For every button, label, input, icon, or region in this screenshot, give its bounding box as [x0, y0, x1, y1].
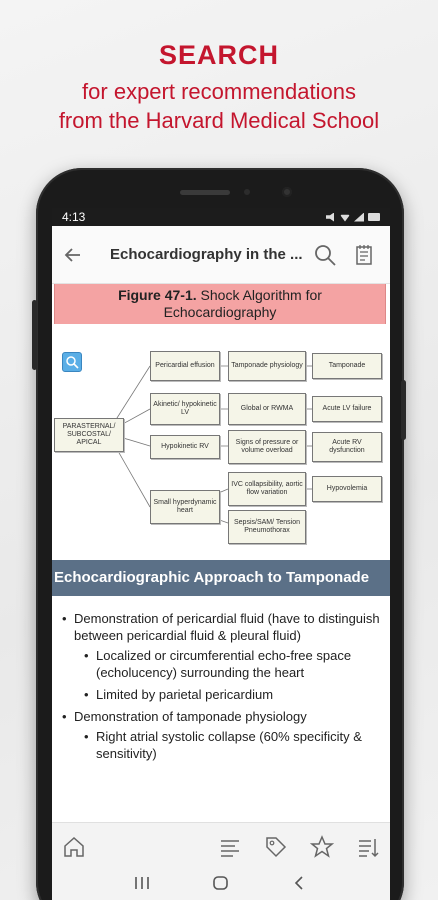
list-icon [221, 839, 239, 857]
list-item: Demonstration of pericardial fluid (have… [62, 610, 382, 703]
figure-caption: Figure 47-1. Shock Algorithm for Echocar… [54, 284, 386, 324]
node-tamponade: Tamponade [312, 353, 382, 379]
node-acute-lv: Acute LV failure [312, 396, 382, 422]
contents-button[interactable] [214, 831, 246, 863]
magnify-icon [66, 356, 79, 369]
wifi-icon [340, 214, 350, 222]
search-button[interactable] [308, 238, 342, 272]
mute-icon [326, 212, 334, 222]
node-global-rwma: Global or RWMA [228, 393, 306, 425]
status-bar: 4:13 [52, 208, 390, 226]
node-acute-rv: Acute RV dysfunction [312, 432, 382, 462]
node-ivc: IVC collapsibility, aortic flow variatio… [228, 472, 306, 506]
star-icon [310, 834, 334, 858]
home-icon [64, 836, 84, 857]
home-nav-icon [213, 875, 228, 890]
node-sepsis: Sepsis/SAM/ Tension Pneumothorax [228, 510, 306, 544]
promo-banner: SEARCH for expert recommendations from t… [0, 0, 438, 135]
node-effusion: Pericardial effusion [150, 351, 220, 381]
app-bar: Echocardiography in the ... [52, 226, 390, 284]
phone-speaker [180, 190, 230, 195]
notes-icon [356, 244, 372, 265]
status-time: 4:13 [62, 210, 86, 224]
phone-power-button [401, 380, 406, 440]
promo-line-1: for expert recommendations [82, 79, 356, 104]
node-small-heart: Small hyperdynamic heart [150, 490, 220, 524]
tag-button[interactable] [260, 831, 292, 863]
page-title: Echocardiography in the ... [110, 246, 302, 263]
home-button[interactable] [58, 831, 90, 863]
chapter-content[interactable]: Figure 47-1. Shock Algorithm for Echocar… [52, 284, 390, 822]
figure-title: Shock Algorithm for Echocardiography [163, 287, 322, 320]
promo-headline: SEARCH [158, 40, 279, 70]
figure-number: Figure 47-1. [118, 287, 197, 303]
sort-list-icon [359, 838, 379, 857]
system-nav-bar [52, 870, 390, 900]
tag-icon [266, 836, 287, 857]
list-item: Demonstration of tamponade physiology Ri… [62, 708, 382, 762]
favorite-button[interactable] [306, 831, 338, 863]
back-nav-button[interactable] [291, 875, 309, 896]
node-tamponade-physiology: Tamponade physiology [228, 351, 306, 381]
recent-apps-button[interactable] [133, 875, 151, 896]
node-akinetic: Akinetic/ hypokinetic LV [150, 393, 220, 425]
home-nav-button[interactable] [212, 875, 230, 896]
phone-screen: 4:13 Echocardiography in the ... [52, 208, 390, 900]
search-icon [315, 244, 336, 266]
phone-volume-button [32, 300, 37, 370]
list-item: Localized or circumferential echo-free s… [84, 647, 382, 681]
section-header: Echocardiographic Approach to Tamponade [52, 560, 390, 596]
phone-sensor [244, 189, 250, 195]
back-button[interactable] [60, 242, 86, 268]
battery-icon [368, 213, 380, 221]
notes-button[interactable] [348, 238, 382, 272]
bullet-list: Demonstration of pericardial fluid (have… [52, 596, 390, 762]
list-item: Limited by parietal pericardium [84, 686, 382, 703]
node-root: PARASTERNAL/ SUBCOSTAL/ APICAL [54, 418, 124, 452]
node-hypovolemia: Hypovolemia [312, 476, 382, 502]
shock-algorithm-diagram: PARASTERNAL/ SUBCOSTAL/ APICAL Pericardi… [52, 324, 390, 554]
recents-icon [134, 876, 149, 889]
arrow-left-icon [64, 247, 80, 262]
reading-list-button[interactable] [352, 831, 384, 863]
list-item: Right atrial systolic collapse (60% spec… [84, 728, 382, 762]
promo-line-2: from the Harvard Medical School [58, 108, 380, 133]
zoom-figure-button[interactable] [62, 352, 82, 372]
chevron-left-icon [295, 875, 303, 890]
bottom-toolbar [52, 822, 390, 870]
phone-camera [282, 187, 292, 197]
node-hypokinetic-rv: Hypokinetic RV [150, 435, 220, 459]
signal-icon [354, 212, 364, 222]
node-signs-pressure: Signs of pressure or volume overload [228, 430, 306, 464]
